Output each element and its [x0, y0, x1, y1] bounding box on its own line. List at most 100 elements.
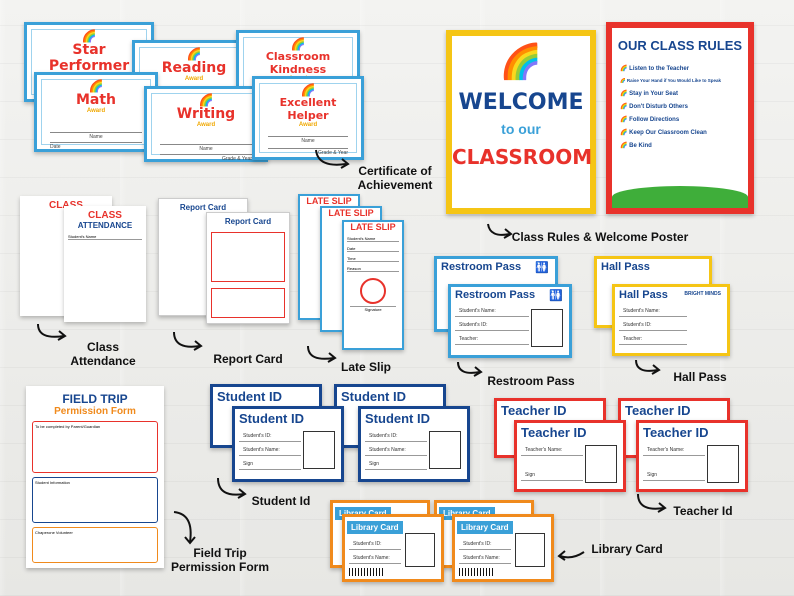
rules-title: OUR CLASS RULES	[617, 38, 743, 53]
rainbow-icon: 🌈	[290, 37, 306, 51]
rule-item: 🌈 Be Kind	[620, 143, 652, 149]
pass-field: Student's Name:	[455, 306, 529, 317]
student-name-label: Student's Name	[68, 234, 142, 240]
library-title: Library Card	[347, 521, 403, 534]
library-field: Student's ID:	[349, 539, 401, 550]
certificate-title: Excellent Helper	[279, 96, 337, 122]
rule-item: 🌈 Listen to the Teacher	[620, 66, 690, 72]
restroom-pass-front: Restroom Pass 🚻 Student's Name: Student'…	[448, 284, 572, 358]
rainbow-icon: 🌈	[300, 83, 316, 97]
library-card-front: Library Card Student's ID: Student's Nam…	[452, 514, 554, 582]
date-line: Date	[50, 142, 142, 150]
photo-box	[405, 533, 435, 567]
hall-caption: Hall Pass	[673, 370, 727, 384]
attendance-subtitle: ATTENDANCE	[77, 221, 133, 230]
late-field: Time	[347, 256, 399, 262]
certificate-caption: Certificate of Achievement	[357, 164, 433, 192]
rainbow-star-icon: 🌈	[499, 43, 543, 81]
rule-item: 🌈 Stay in Your Seat	[620, 91, 678, 97]
attendance-sheet-front: CLASS ATTENDANCE Student's Name	[64, 206, 146, 322]
rule-item: 🌈 Keep Our Classroom Clean	[620, 130, 707, 136]
student-id-caption: Student Id	[251, 494, 311, 508]
late-slip-front: LATE SLIP Student's Name Date Time Reaso…	[342, 220, 404, 350]
arrow-icon	[635, 359, 661, 375]
barcode-icon	[349, 568, 383, 576]
library-field: Student's Name:	[459, 553, 511, 564]
arrow-icon	[315, 149, 350, 169]
id-field: Student's Name:	[239, 445, 301, 456]
rainbow-icon: 🌈	[186, 47, 202, 61]
arrow-icon	[557, 550, 585, 561]
arrow-icon	[307, 345, 337, 363]
pass-field: Teacher:	[455, 334, 529, 345]
student-section: Student Information	[32, 477, 158, 523]
id-field: Sign	[521, 470, 583, 481]
teacher-id-title: Teacher ID	[501, 403, 567, 418]
library-field: Student's ID:	[459, 539, 511, 550]
grade-line: Grade & Year	[268, 148, 348, 156]
pass-field: Student's ID:	[455, 320, 529, 331]
report-caption: Report Card	[213, 352, 283, 366]
certificate-title: Star Performer	[48, 42, 130, 74]
late-field: Reason	[347, 266, 399, 272]
report-title: Report Card	[224, 217, 272, 226]
chaperone-section: Chaperone Volunteer	[32, 527, 158, 563]
attendance-title: CLASS	[88, 210, 122, 221]
award-label: Award	[196, 122, 216, 128]
name-line: Name	[50, 132, 142, 140]
report-title: Report Card	[179, 203, 227, 212]
hall-title: Hall Pass	[619, 289, 668, 301]
rule-item: 🌈 Follow Directions	[620, 117, 680, 123]
photo-box	[531, 309, 563, 347]
certificate-title: Writing	[176, 106, 236, 122]
barcode-icon	[459, 568, 493, 576]
rules-poster: OUR CLASS RULES 🌈 Listen to the Teacher …	[606, 22, 754, 214]
award-label: Award	[86, 108, 106, 114]
report-card-front: Report Card	[206, 212, 290, 324]
id-field: Teacher's Name:	[643, 445, 705, 456]
student-id-title: Student ID	[341, 389, 406, 404]
attendance-title: CLASS	[20, 200, 112, 211]
brand-logo: BRIGHT MINDS	[684, 291, 721, 297]
attendance-caption: Class Attendance	[70, 340, 136, 368]
clock-icon	[360, 278, 386, 304]
teacher-id-title: Teacher ID	[643, 425, 709, 440]
rules-list: 🌈 Listen to the Teacher 🌈 Raise Your Han…	[612, 53, 748, 149]
library-card-front: Library Card Student's ID: Student's Nam…	[342, 514, 444, 582]
library-caption: Library Card	[591, 542, 663, 556]
field-trip-subtitle: Permission Form	[54, 406, 136, 417]
hall-title: Hall Pass	[601, 261, 650, 273]
restroom-title: Restroom Pass	[455, 289, 536, 301]
classroom-title: CLASSROOM	[452, 145, 593, 169]
id-field: Student's ID:	[365, 431, 427, 442]
certificate-title: Classroom Kindness	[265, 50, 331, 76]
welcome-title: WELCOME	[458, 90, 584, 115]
welcome-poster: 🌈 WELCOME to our CLASSROOM	[446, 30, 596, 214]
grade-line: Grade & Year	[160, 154, 252, 162]
certificate-writing: 🌈 Writing Award Name Grade & Year	[144, 86, 268, 162]
pass-field: Teacher:	[619, 334, 687, 345]
late-slip-title: LATE SLIP	[306, 196, 352, 206]
arrow-icon	[217, 477, 247, 499]
id-field: Sign	[239, 459, 301, 470]
student-id-title: Student ID	[365, 411, 430, 426]
teacher-id-card-front: Teacher ID Teacher's Name: Sign	[514, 420, 626, 492]
field-trip-form: FIELD TRIP Permission Form To be complet…	[26, 386, 164, 568]
name-line: Name	[268, 136, 348, 144]
late-caption: Late Slip	[340, 360, 391, 374]
photo-box	[585, 445, 617, 483]
id-field: Teacher's Name:	[521, 445, 583, 456]
comments-box	[211, 288, 285, 318]
grades-table	[211, 232, 285, 282]
late-field: Date	[347, 246, 399, 252]
teacher-id-title: Teacher ID	[521, 425, 587, 440]
teacher-id-card-front: Teacher ID Teacher's Name: Sign	[636, 420, 748, 492]
photo-box	[303, 431, 335, 469]
arrow-icon	[637, 493, 667, 513]
pass-field: Student's ID:	[619, 320, 687, 331]
posters-caption: Class Rules & Welcome Poster	[511, 230, 689, 244]
school-building-icon	[612, 186, 748, 208]
certificate-math: 🌈 Math Award Name Date	[34, 72, 158, 152]
student-id-title: Student ID	[217, 389, 282, 404]
rainbow-icon: 🌈	[198, 93, 214, 107]
